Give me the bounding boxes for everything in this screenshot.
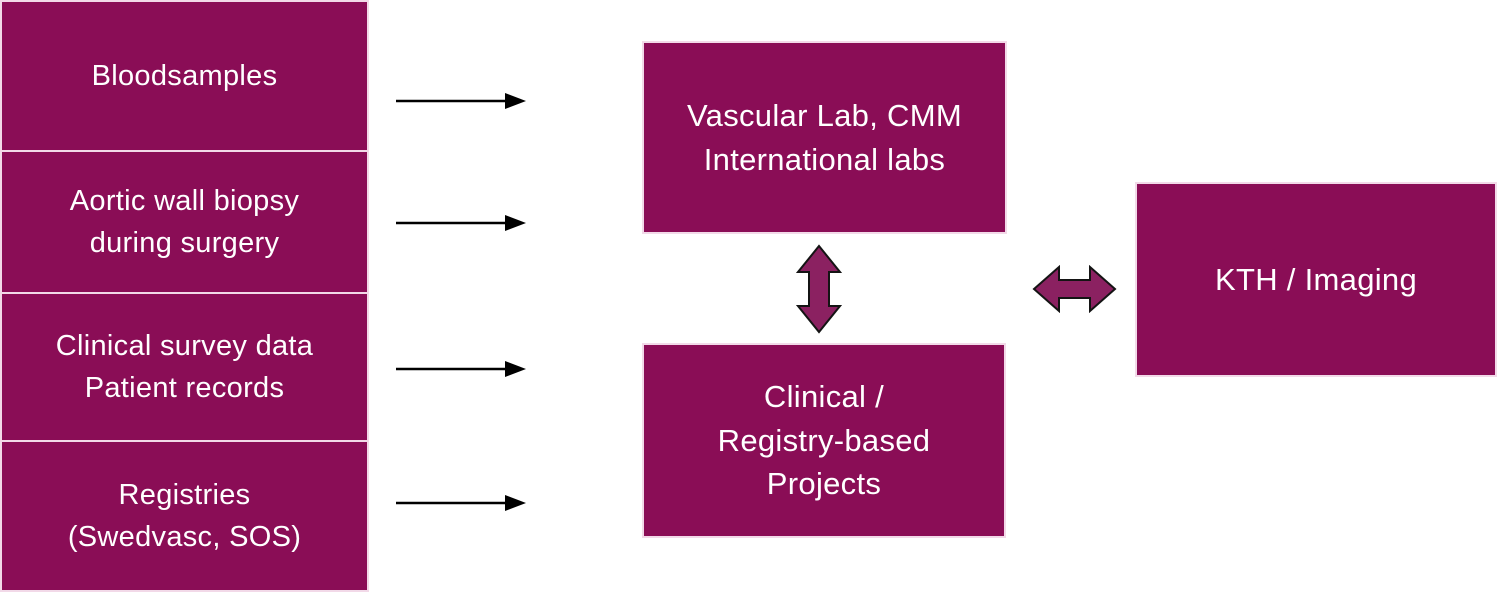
- source-box-label: Registries (Swedvasc, SOS): [67, 478, 302, 553]
- kth-imaging-label: KTH / Imaging: [1214, 261, 1418, 297]
- source-box-clinical-survey: Clinical survey data Patient records: [2, 294, 367, 440]
- double-arrow-vertical-icon: [796, 244, 842, 334]
- source-box-registries: Registries (Swedvasc, SOS): [2, 441, 367, 590]
- source-box-label: Bloodsamples: [91, 60, 278, 93]
- arrow-right-icon: [396, 93, 526, 109]
- data-sources-column: Bloodsamples Aortic wall biopsy during s…: [0, 0, 369, 592]
- vascular-lab-label: Vascular Lab, CMM International labs: [686, 98, 962, 177]
- arrow-right-icon: [396, 361, 526, 377]
- kth-imaging-box: KTH / Imaging: [1135, 182, 1497, 377]
- arrow-right-icon: [396, 495, 526, 511]
- arrow-right-icon: [396, 215, 526, 231]
- source-box-aortic-biopsy: Aortic wall biopsy during surgery: [2, 152, 367, 293]
- vascular-lab-box: Vascular Lab, CMM International labs: [642, 41, 1007, 234]
- clinical-projects-box: Clinical / Registry-based Projects: [642, 343, 1006, 538]
- double-arrow-horizontal-icon: [1032, 265, 1117, 313]
- clinical-projects-label: Clinical / Registry-based Projects: [717, 379, 931, 502]
- source-box-label: Aortic wall biopsy during surgery: [69, 185, 300, 260]
- source-box-label: Clinical survey data Patient records: [55, 329, 314, 404]
- source-box-bloodsamples: Bloodsamples: [2, 2, 367, 151]
